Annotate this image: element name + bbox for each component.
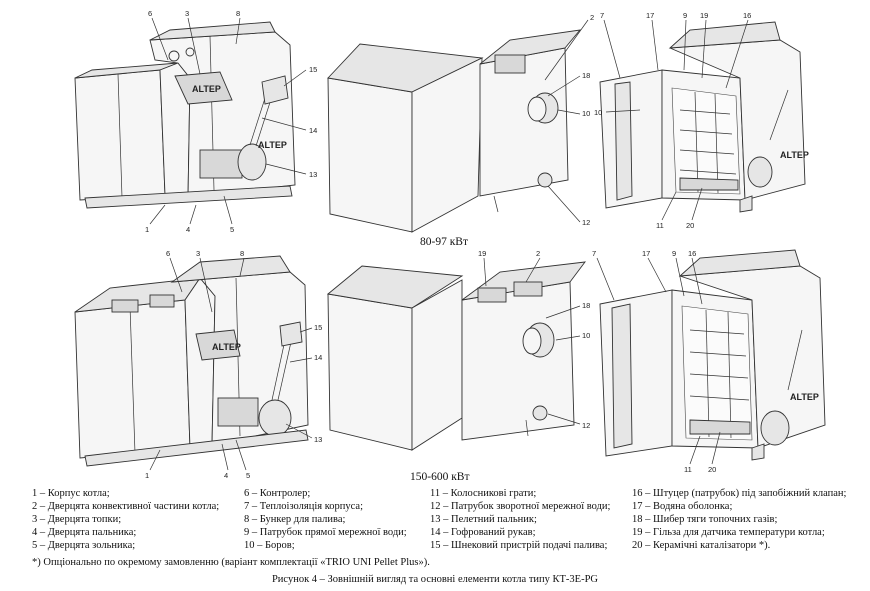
brand-label: ALTEP [192,84,221,94]
legend-item: 16 – Штуцер (патрубок) під запобіжний кл… [632,488,847,499]
legend-item: 20 – Керамічні каталізатори *). [632,540,771,551]
callout-tr-6: 11 [656,221,664,230]
callout-tr-2: 9 [683,11,687,20]
brand-label: ALTEP [790,392,819,402]
brand-label: ALTEP [258,140,287,150]
callouts-top-right: 7 17 9 19 16 10 11 20 [594,11,751,230]
boiler-cutaway-large: ALTEP [599,249,826,461]
legend-item: 12 – Патрубок зворотної мережної води; [430,501,611,512]
callout-tr-4: 16 [743,11,751,20]
callout-tl-7: 4 [186,225,190,234]
callout-tl-4: 14 [309,126,317,135]
subtitle-large-models: 150-600 кВт [410,471,470,483]
boiler-rear-large [326,261,586,451]
callout-br-3: 16 [688,249,696,258]
callouts-top-left: 6 3 8 15 14 13 1 4 5 [145,9,317,234]
legend-item: 1 – Корпус котла; [32,488,110,499]
callout-tl-8: 5 [230,225,234,234]
legend-item: 18 – Шибер тяги топочних газів; [632,514,778,525]
legend-item: 19 – Гільза для датчика температури котл… [632,527,825,538]
callout-bl-2: 8 [240,249,244,258]
legend-item: 9 – Патрубок прямої мережної води; [244,527,407,538]
callout-bl-7: 4 [224,471,228,480]
legend-item: 5 – Дверцята зольника; [32,540,136,551]
legend-item: 17 – Водяна оболонка; [632,501,733,512]
callouts-bottom-middle: 19 2 18 10 12 [478,249,590,430]
callout-br-1: 17 [642,249,650,258]
legend-item: 11 – Колосникові грати; [430,488,537,499]
figure-title: Рисунок 4 – Зовнішній вигляд та основні … [271,574,599,585]
brand-label: ALTEP [780,150,809,160]
callout-bm-3: 10 [582,331,590,340]
callouts-bottom-left: 6 3 8 15 14 13 1 4 5 [145,249,322,480]
boiler-cutaway-small: ALTEP [599,21,809,213]
callout-tl-3: 15 [309,65,317,74]
callout-tr-7: 20 [686,221,694,230]
legend-item: 7 – Теплоізоляція корпуса; [244,501,364,512]
callout-bl-3: 15 [314,323,322,332]
callout-bl-5: 13 [314,435,322,444]
callout-tl-6: 1 [145,225,149,234]
boiler-exterior-large: ALTEP [74,255,309,467]
callout-tm-3: 12 [582,218,590,227]
callout-bl-6: 1 [145,471,149,480]
callout-tl-5: 13 [309,170,317,179]
callout-tm-2: 10 [582,109,590,118]
callout-tm-1: 18 [582,71,590,80]
legend-column-3: 11 – Колосникові грати; 12 – Патрубок зв… [430,487,610,552]
legend-item: 8 – Бункер для палива; [244,514,346,525]
callout-tr-5: 10 [594,108,602,117]
callout-bm-4: 12 [582,421,590,430]
callout-tr-0: 7 [600,11,604,20]
callout-bm-1: 2 [536,249,540,258]
callout-bl-4: 14 [314,353,322,362]
legend-item: 2 – Дверцята конвективної частини котла; [32,501,220,512]
callout-br-5: 20 [708,465,716,474]
legend-column-4: 16 – Штуцер (патрубок) під запобіжний кл… [632,487,846,552]
callout-tl-1: 3 [185,9,189,18]
callout-tm-0: 2 [590,13,594,22]
callout-br-2: 9 [672,249,676,258]
callout-bl-8: 5 [246,471,250,480]
callout-bl-1: 3 [196,249,200,258]
callout-br-4: 11 [684,465,692,474]
boiler-exterior-small: ALTEP ALTEP [74,21,296,209]
callout-tl-0: 6 [148,9,152,18]
subtitle-small-models: 80-97 кВт [420,236,468,248]
legend-item: 14 – Гофрований рукав; [430,527,536,538]
footnote: *) Опціонально по окремому замовленню (в… [32,557,430,568]
legend-item: 4 – Дверцята пальника; [32,527,137,538]
callouts-top-middle: 2 18 10 12 [544,13,594,227]
callout-tr-1: 17 [646,11,654,20]
callout-tr-3: 19 [700,11,708,20]
brand-label: ALTEP [212,342,241,352]
callouts-bottom-right: 7 17 9 16 11 20 [592,249,721,474]
boiler-drawings: ALTEP ALTEP 6 3 8 15 14 13 1 4 5 [74,9,826,480]
legend-item: 6 – Контролер; [244,488,311,499]
legend-item: 10 – Боров; [244,540,295,551]
legend-item: 3 – Дверцята топки; [32,514,122,525]
legend-column-1: 1 – Корпус котла; 2 – Дверцята конвектив… [32,487,219,552]
callout-bm-2: 18 [582,301,590,310]
legend-item: 15 – Шнековий пристрій подачі палива; [430,540,608,551]
callout-bl-0: 6 [166,249,170,258]
legend: 1 – Корпус котла; 2 – Дверцята конвектив… [32,487,862,551]
callout-tl-2: 8 [236,9,240,18]
legend-item: 13 – Пелетний пальник; [430,514,537,525]
callout-br-0: 7 [592,249,596,258]
callout-bm-0: 19 [478,249,486,258]
boiler-rear-small [327,29,582,233]
legend-column-2: 6 – Контролер; 7 – Теплоізоляція корпуса… [244,487,407,552]
